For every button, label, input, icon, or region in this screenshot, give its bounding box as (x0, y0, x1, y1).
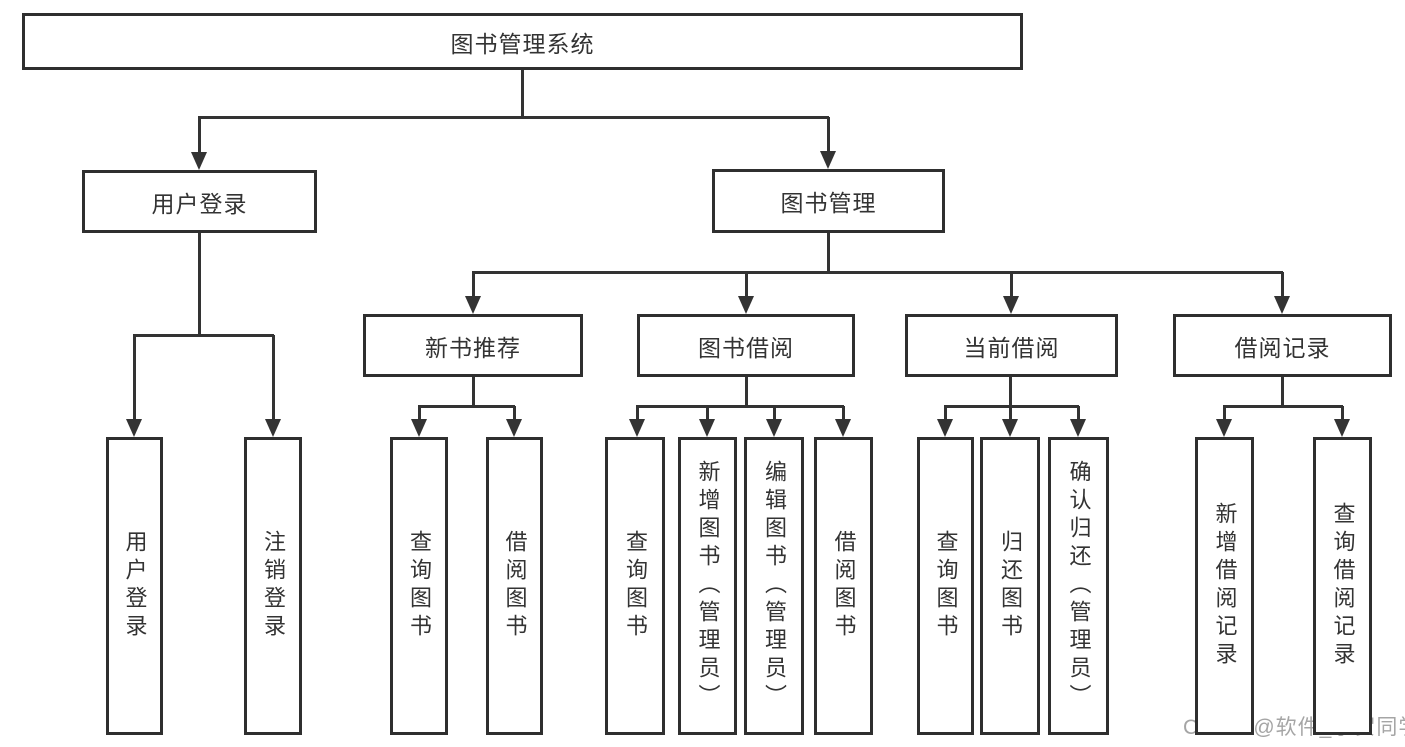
arrow-down-icon (937, 419, 953, 437)
connector-line (513, 406, 516, 427)
node-label-leaf-borrow-books-rec: 借阅图书 (502, 530, 528, 642)
node-leaf-logout: 注销登录 (244, 437, 302, 735)
connector-line (745, 272, 748, 304)
arrow-down-icon (1003, 296, 1019, 314)
node-label-leaf-borrow-books-borrow: 借阅图书 (831, 530, 857, 642)
node-book-borrowing: 图书借阅 (637, 314, 855, 377)
node-label-new-book-recommend: 新书推荐 (425, 334, 521, 361)
arrow-down-icon (265, 419, 281, 437)
node-label-leaf-user-login: 用户登录 (122, 530, 148, 642)
connector-line (133, 334, 274, 337)
connector-line (472, 272, 475, 304)
arrow-down-icon (126, 419, 142, 437)
arrow-down-icon (738, 296, 754, 314)
connector-line (636, 405, 844, 408)
node-label-user-login: 用户登录 (151, 190, 248, 217)
connector-line (1341, 406, 1344, 427)
connector-line (636, 406, 639, 427)
node-label-book-borrowing: 图书借阅 (698, 334, 794, 361)
node-leaf-query-books-rec: 查询图书 (390, 437, 448, 735)
node-label-leaf-query-books-current: 查询图书 (933, 530, 959, 642)
node-leaf-add-borrow-record: 新增借阅记录 (1195, 437, 1254, 735)
connector-line (944, 406, 947, 427)
node-label-leaf-add-borrow-record: 新增借阅记录 (1212, 502, 1238, 670)
node-label-leaf-add-book-admin: 新增图书（管理员） (695, 460, 721, 712)
node-label-current-borrowing: 当前借阅 (963, 334, 1060, 361)
node-borrowing-records: 借阅记录 (1173, 314, 1392, 377)
connector-line (198, 116, 829, 119)
connector-line (418, 406, 421, 427)
connector-line (418, 405, 515, 408)
node-label-leaf-query-books-borrow: 查询图书 (623, 530, 648, 642)
connector-line (1077, 406, 1080, 427)
connector-line (272, 335, 275, 427)
connector-line (1223, 406, 1226, 427)
node-label-root-system: 图书管理系统 (450, 30, 595, 57)
arrow-down-icon (1070, 419, 1086, 437)
node-label-leaf-confirm-return-admin: 确认归还（管理员） (1066, 460, 1092, 712)
connector-line (521, 70, 524, 117)
connector-line (198, 117, 201, 160)
node-leaf-confirm-return-admin: 确认归还（管理员） (1048, 437, 1109, 735)
arrow-down-icon (506, 419, 522, 437)
arrow-down-icon (766, 419, 782, 437)
connector-line (1281, 272, 1284, 304)
node-label-book-management: 图书管理 (780, 190, 877, 216)
node-label-leaf-return-book: 归还图书 (998, 530, 1023, 642)
node-root-system: 图书管理系统 (22, 13, 1023, 70)
node-leaf-return-book: 归还图书 (980, 437, 1040, 735)
connector-line (1009, 406, 1012, 427)
connector-line (842, 406, 845, 427)
arrow-down-icon (465, 296, 481, 314)
node-leaf-query-borrow-record: 查询借阅记录 (1313, 437, 1372, 735)
arrow-down-icon (1334, 419, 1350, 437)
node-leaf-query-books-current: 查询图书 (917, 437, 974, 735)
node-leaf-add-book-admin: 新增图书（管理员） (678, 437, 737, 735)
arrow-down-icon (699, 419, 715, 437)
arrow-down-icon (629, 419, 645, 437)
node-leaf-user-login: 用户登录 (106, 437, 163, 735)
node-label-leaf-edit-book-admin: 编辑图书（管理员） (762, 460, 787, 712)
connector-line (706, 406, 709, 427)
node-leaf-borrow-books-borrow: 借阅图书 (814, 437, 873, 735)
connector-line (1281, 377, 1284, 406)
arrow-down-icon (1216, 419, 1232, 437)
arrow-down-icon (820, 151, 836, 169)
node-label-borrowing-records: 借阅记录 (1234, 334, 1331, 361)
arrow-down-icon (411, 419, 427, 437)
node-label-leaf-query-books-rec: 查询图书 (407, 530, 432, 642)
node-leaf-edit-book-admin: 编辑图书（管理员） (744, 437, 804, 735)
connector-line (133, 335, 136, 427)
connector-line (198, 233, 201, 335)
connector-line (1010, 272, 1013, 304)
connector-line (827, 233, 830, 272)
arrow-down-icon (191, 152, 207, 170)
node-leaf-borrow-books-rec: 借阅图书 (486, 437, 543, 735)
node-label-leaf-query-borrow-record: 查询借阅记录 (1330, 502, 1356, 670)
arrow-down-icon (1002, 419, 1018, 437)
connector-line (773, 406, 776, 427)
arrow-down-icon (1274, 296, 1290, 314)
node-leaf-query-books-borrow: 查询图书 (605, 437, 665, 735)
connector-line (472, 377, 475, 406)
node-new-book-recommend: 新书推荐 (363, 314, 583, 377)
connector-line (472, 271, 1283, 274)
connector-line (1223, 405, 1343, 408)
connector-line (745, 377, 748, 406)
connector-line (827, 117, 830, 159)
arrow-down-icon (835, 419, 851, 437)
node-user-login: 用户登录 (82, 170, 317, 233)
connector-line (1009, 377, 1012, 406)
node-current-borrowing: 当前借阅 (905, 314, 1118, 377)
node-label-leaf-logout: 注销登录 (261, 530, 286, 642)
node-book-management: 图书管理 (712, 169, 945, 233)
